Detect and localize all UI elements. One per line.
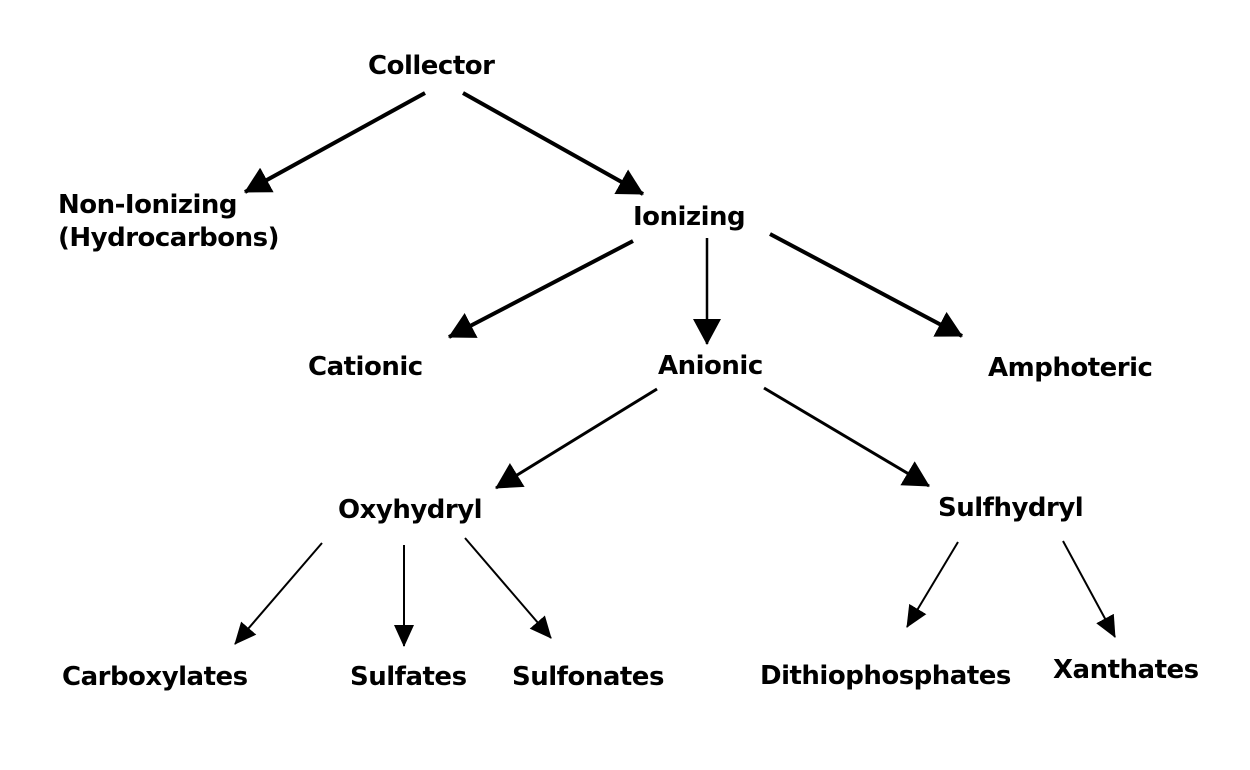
arrow-oxyhydryl-to-sulfonates	[464, 537, 552, 639]
node-non-ionizing-label: Non-Ionizing	[58, 190, 238, 220]
node-amphoteric: Amphoteric	[988, 353, 1153, 383]
node-dithiophosphates: Dithiophosphates	[760, 661, 1011, 691]
node-oxyhydryl: Oxyhydryl	[338, 495, 483, 525]
arrow-oxyhydryl-to-carboxylates	[234, 542, 323, 645]
node-anionic: Anionic	[658, 351, 763, 381]
node-cationic: Cationic	[308, 352, 423, 382]
node-non-ionizing-sublabel: (Hydrocarbons)	[58, 223, 280, 253]
node-sulfhydryl: Sulfhydryl	[938, 493, 1084, 523]
node-sulfonates: Sulfonates	[512, 662, 664, 692]
node-carboxylates: Carboxylates	[62, 662, 248, 692]
node-sulfates: Sulfates	[350, 662, 467, 692]
arrow-sulfhydryl-to-xanthates	[1062, 540, 1116, 638]
arrow-anionic-to-oxyhydryl	[495, 387, 658, 490]
node-non-ionizing: Non-Ionizing (Hydrocarbons)	[58, 189, 280, 255]
node-ionizing: Ionizing	[633, 202, 746, 232]
arrow-ionizing-to-amphoteric	[769, 232, 963, 338]
node-xanthates: Xanthates	[1053, 655, 1199, 685]
node-collector: Collector	[368, 51, 495, 81]
arrow-collector-to-non-ionizing	[244, 91, 426, 194]
arrow-ionizing-to-cationic	[448, 239, 634, 339]
arrow-anionic-to-sulfhydryl	[763, 386, 930, 488]
arrow-sulfhydryl-to-dithiophosphates	[906, 541, 959, 628]
arrow-collector-to-ionizing	[462, 91, 644, 196]
